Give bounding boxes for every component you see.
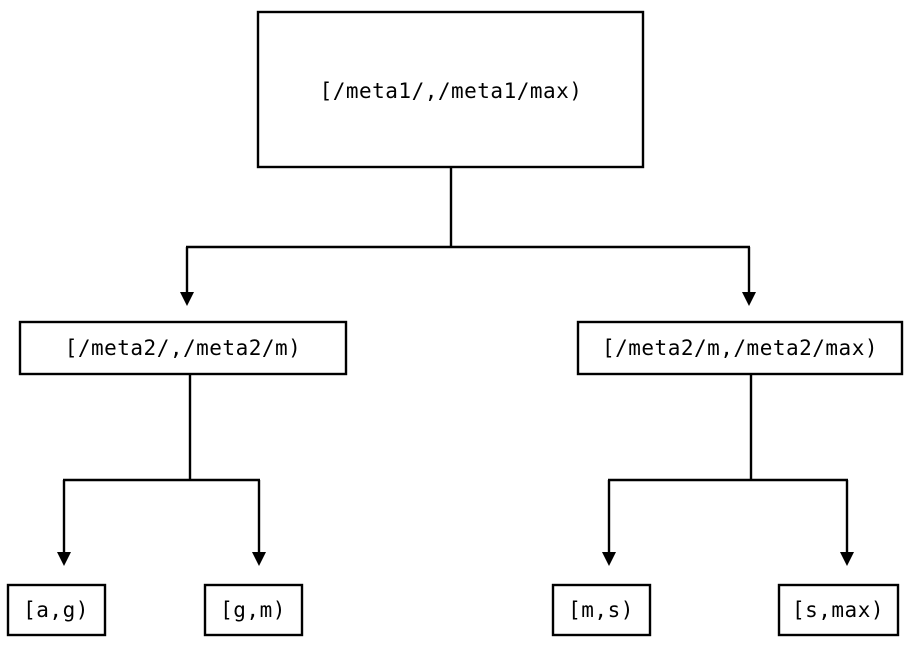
tree-node-leaf-4-box — [777, 583, 900, 637]
tree-node-leaf-3-box — [551, 583, 652, 637]
tree-node-leaf-2[interactable]: [g,m) — [203, 583, 304, 637]
tree-node-leaf-4[interactable]: [s,max) — [777, 583, 900, 637]
tree-node-leaf-2-box — [203, 583, 304, 637]
tree-node-leaf-3-label: [m,s) — [568, 598, 634, 622]
tree-node-mid-left[interactable]: [/meta2/,/meta2/m) — [18, 320, 348, 376]
tree-node-root-box — [256, 10, 645, 169]
tree-node-leaf-2-label: [g,m) — [220, 598, 286, 622]
tree-node-leaf-4-label: [s,max) — [792, 598, 884, 622]
tree-node-leaf-1[interactable]: [a,g) — [6, 583, 107, 637]
tree-node-mid-left-box — [18, 320, 348, 376]
tree-node-mid-right[interactable]: [/meta2/m,/meta2/max) — [576, 320, 904, 376]
tree-node-root[interactable]: [/meta1/,/meta1/max) — [256, 10, 645, 169]
arrow-head-icon-leaf-4 — [840, 552, 854, 566]
arrow-head-icon-leaf-2 — [252, 552, 266, 566]
edge-group-midright-to-leaves — [602, 374, 854, 566]
tree-node-root-label: [/meta1/,/meta1/max) — [320, 79, 583, 103]
arrow-head-icon-leaf-3 — [602, 552, 616, 566]
edge-group-midleft-to-leaves — [57, 374, 266, 566]
edge-group-root-to-mid — [180, 167, 756, 306]
tree-node-leaf-1-label: [a,g) — [23, 598, 89, 622]
arrow-head-icon-mid-left — [180, 292, 194, 306]
tree-node-leaf-3[interactable]: [m,s) — [551, 583, 652, 637]
arrow-head-icon-mid-right — [742, 292, 756, 306]
tree-node-mid-right-box — [576, 320, 904, 376]
tree-node-mid-right-label: [/meta2/m,/meta2/max) — [602, 336, 878, 360]
tree-node-mid-left-label: [/meta2/,/meta2/m) — [65, 336, 302, 360]
arrow-head-icon-leaf-1 — [57, 552, 71, 566]
tree-node-leaf-1-box — [6, 583, 107, 637]
